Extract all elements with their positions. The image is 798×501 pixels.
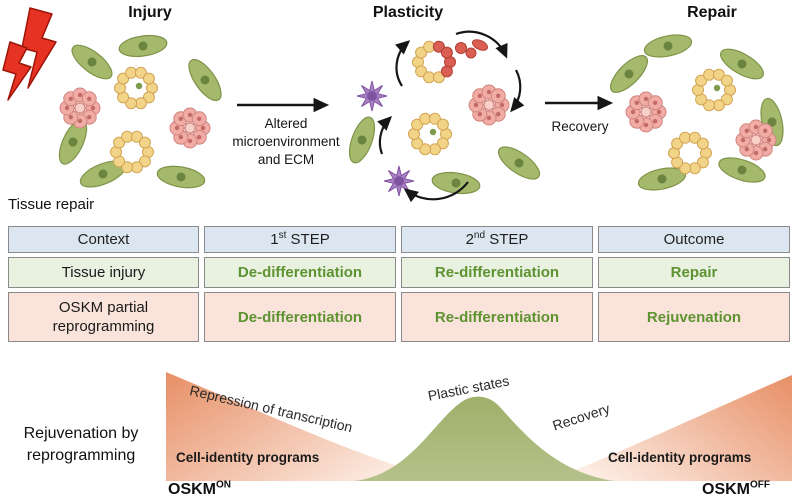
header-cell-context: Context — [8, 226, 199, 253]
row-oskm-outcome: Rejuvenation — [598, 292, 790, 342]
row-oskm-step1: De-differentiation — [204, 292, 396, 342]
damaged-cell-ring — [412, 39, 488, 84]
oskm-on-axis-label: OSKMON — [168, 479, 231, 499]
tissue-repair-section-title: Tissue repair — [8, 196, 95, 213]
left-cell-identity-area — [166, 372, 452, 481]
step1-word: STEP — [286, 231, 330, 248]
oskm-off-sup: OFF — [750, 479, 770, 491]
row-oskm-context: OSKM partial reprogramming — [8, 292, 199, 342]
row-oskm-step2: Re-differentiation — [401, 292, 593, 342]
step2-ordinal-suffix: nd — [473, 230, 486, 241]
oskm-off-axis-label: OSKMOFF — [702, 479, 770, 499]
injury-cell-cluster — [53, 32, 228, 193]
stage-label-plasticity: Plasticity — [372, 4, 444, 21]
plasticity-cell-cluster — [343, 30, 545, 203]
oskm-on-base: OSKM — [168, 481, 216, 498]
oskm-off-base: OSKM — [702, 481, 750, 498]
step1-ordinal-suffix: st — [278, 230, 287, 241]
row-tissue-injury-outcome: Repair — [598, 257, 790, 288]
tissue-repair-table: Context 1st STEP 2nd STEP Outcome Tissue… — [8, 226, 791, 342]
row-tissue-injury-context: Tissue injury — [8, 257, 199, 288]
step2-word: STEP — [485, 231, 529, 248]
rejuvenation-section-title: Rejuvenation by reprogramming — [23, 425, 139, 464]
step2-number: 2 — [465, 231, 474, 248]
arrow2-annotation: Recovery — [551, 119, 609, 134]
lightning-bolt-icon — [2, 7, 57, 101]
cell-identity-programs-right-label: Cell-identity programs — [608, 450, 752, 465]
right-cell-identity-area — [544, 375, 792, 481]
header-cell-outcome: Outcome — [598, 226, 790, 253]
cell-identity-programs-left-label: Cell-identity programs — [176, 450, 320, 465]
plasticity-cycle-arrows — [377, 30, 525, 203]
repair-cell-cluster — [604, 30, 788, 195]
stage-label-injury: Injury — [128, 4, 172, 21]
step1-number: 1 — [270, 231, 279, 248]
oskm-on-sup: ON — [216, 479, 231, 491]
header-cell-step1: 1st STEP — [204, 226, 396, 253]
row-tissue-injury-step1: De-differentiation — [204, 257, 396, 288]
row-tissue-injury-step2: Re-differentiation — [401, 257, 593, 288]
header-cell-step2: 2nd STEP — [401, 226, 593, 253]
reprogramming-landscape-plot — [166, 372, 792, 481]
arrow1-annotation: Altered microenvironment and ECM — [232, 116, 340, 167]
plastic-states-hill — [354, 396, 614, 481]
stage-label-repair: Repair — [687, 4, 737, 21]
cells-illustration — [2, 7, 788, 203]
